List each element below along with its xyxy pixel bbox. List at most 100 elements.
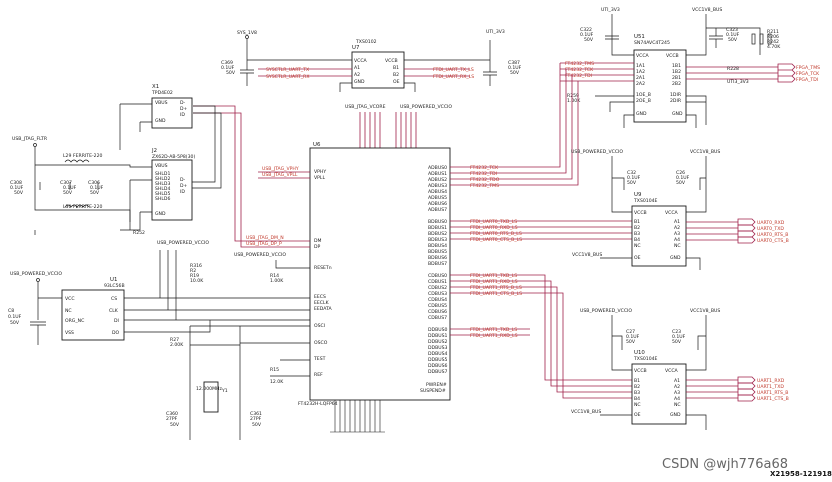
u51-pin: 1A2 xyxy=(636,69,645,75)
l30-ref: L30 xyxy=(63,204,71,210)
watermark: CSDN @wjh776a68 xyxy=(662,457,788,472)
u6-pin: EEDATA xyxy=(314,306,332,312)
net-fpga-tck: FPGA_TCK xyxy=(796,71,820,77)
u9-pin: A1 xyxy=(674,219,680,225)
r27-val: 2.00K xyxy=(170,342,184,348)
net-ft-tms: FT4232_TMS xyxy=(565,61,594,67)
c360-ref: C360 xyxy=(166,411,178,417)
j2-pin: SHLD4 xyxy=(155,186,170,192)
c369-v: 50V xyxy=(226,70,236,76)
u10-part: TXS0104E xyxy=(633,356,658,362)
u1-eeprom[interactable]: U1 93LC56B VCC NC ORG_NC VSS CS CLK DI D… xyxy=(61,277,125,341)
u6-pin: OSCO xyxy=(314,340,328,346)
net-ad-tdi: FT4232_TDI xyxy=(470,171,497,177)
u7-pin: A1 xyxy=(354,65,360,71)
net-ad-tdo: FT4232_TDO xyxy=(470,177,500,183)
u6-adbus-pin: ADBUS3 xyxy=(428,183,447,189)
u6-adbus-pin: ADBUS5 xyxy=(428,195,447,201)
c322-v: 50V xyxy=(584,37,594,43)
u6-bdbus-pin: BDBUS5 xyxy=(428,249,447,255)
j2-ref: J2 xyxy=(151,148,157,154)
u51-pin: 1A1 xyxy=(636,63,645,69)
j2-pin: VBUS xyxy=(155,163,168,169)
u10-ref: U10 xyxy=(634,350,645,356)
u6-adbus-pin: ADBUS2 xyxy=(428,177,447,183)
c27-ref: C27 xyxy=(626,329,635,335)
u1-pin: DI xyxy=(114,318,119,324)
net-sysctlr-rx: SYSCTLR_UART_RX xyxy=(266,74,310,80)
x1-pin: D- xyxy=(180,100,186,106)
net-uti-3v3-top: UTI_3V3 xyxy=(601,7,620,13)
u6-cdbus-pin: CDBUS3 xyxy=(428,291,447,297)
u6-bdbus-pin: BDBUS0 xyxy=(428,219,447,225)
r242-ref: R242 xyxy=(767,39,779,45)
net-ft-tdi: FT4232_TDI xyxy=(565,73,592,79)
u9-pin: B2 xyxy=(634,225,640,231)
u1-pin: VCC xyxy=(65,296,75,302)
u6-pin: RESETn xyxy=(314,265,332,271)
c308-v: 50V xyxy=(14,190,24,196)
u6-ddbus-pin: DDBUS6 xyxy=(428,363,448,369)
u10-pin: B1 xyxy=(634,378,640,384)
u1-pin: ORG_NC xyxy=(65,318,84,324)
u6-bdbus-pin: BDBUS1 xyxy=(428,225,447,231)
offpage-flag-icon xyxy=(737,394,756,402)
net-powered-vccio: USB_POWERED_VCCIO xyxy=(400,104,452,110)
x1-part: TPD4E02 xyxy=(151,90,173,96)
u51-ref: U51 xyxy=(634,34,645,40)
u51-pin: 2OE_B xyxy=(636,98,651,104)
u51-pin: 2A1 xyxy=(636,75,645,81)
offpage-flag-icon xyxy=(737,218,756,226)
net-dp: USB_JTAG_DP_P xyxy=(246,241,282,247)
u7-level-shifter[interactable]: U7 TXS0102 VCCA A1 A2 GND VCCB B1 B2 OE xyxy=(351,39,405,89)
offpage-flag-icon xyxy=(737,388,756,396)
u9-level-shifter[interactable]: U9 TXS0104E VCCB B1 B2 B3 B4 NC OE VCCA … xyxy=(631,192,687,267)
u51-pin: GND xyxy=(636,111,647,117)
u7-part: TXS0102 xyxy=(355,39,377,45)
x1-pin: ID xyxy=(180,112,185,118)
u1-ref: U1 xyxy=(110,277,117,283)
x1-esd-protect[interactable]: X1 TPD4E02 VBUS D- D+ ID GND xyxy=(151,84,193,129)
u6-cdbus-pin: CDBUS2 xyxy=(428,285,447,291)
u6-ref: U6 xyxy=(313,142,321,148)
u51-pin: GND xyxy=(672,111,683,117)
c27-v: 50V xyxy=(626,339,636,345)
j2-pin: D+ xyxy=(180,183,188,189)
net-u10-oe: VCC1V8_BUS xyxy=(571,409,601,415)
net-uart0_cts_b: UART0_CTS_B xyxy=(757,238,789,244)
u7-pin: B1 xyxy=(393,65,399,71)
u6-bdbus-pin: BDBUS3 xyxy=(428,237,447,243)
l29-val: FERRITE-220 xyxy=(73,153,102,159)
u51-pin: 2B2 xyxy=(672,81,681,87)
u10-level-shifter[interactable]: U10 TXS0104E VCCB B1 B2 B3 B4 NC OE VCCA… xyxy=(631,350,687,425)
u9-pin: OE xyxy=(634,255,641,261)
u6-adbus-pin: ADBUS4 xyxy=(428,189,447,195)
u51-pin: 2A2 xyxy=(636,81,645,87)
c323-ref: C323 xyxy=(726,27,738,33)
net-ad-tck: FT4232_TCK xyxy=(470,165,499,171)
u51-buffer[interactable]: U51 SN74AVC4T245 VCCA 1A1 1A2 2A1 2A2 1O… xyxy=(633,34,687,123)
u7-ref: U7 xyxy=(352,45,359,51)
u6-adbus-pin: ADBUS0 xyxy=(428,165,447,171)
u9-pin: A3 xyxy=(674,231,680,237)
u6-ft4232h[interactable]: U6 FT4232H-LQFP64 VPHY VPLL DM DP RESETn… xyxy=(298,142,451,407)
net-bd-3: FTDI_UART0_CTS_B_LS xyxy=(470,237,522,243)
u9-ref: U9 xyxy=(634,192,642,198)
j2-usb-connector[interactable]: J2 ZX62D-AB-5P8(30) VBUS D- D+ ID GND SH… xyxy=(151,148,195,221)
y1-crystal[interactable]: Y1 12.000MHz xyxy=(196,381,228,413)
u51-pin: 1B1 xyxy=(672,63,681,69)
u10-pin: GND xyxy=(670,412,681,418)
u51-pin: 1DIR xyxy=(670,92,682,98)
r228-ref: R228 xyxy=(727,66,739,72)
u6-pin: VPHY xyxy=(314,169,326,175)
j2-pin: SHLD6 xyxy=(155,196,170,202)
u1-part: 93LC56B xyxy=(104,283,125,289)
net-bd-1: FTDI_UART0_RXD_LS xyxy=(470,225,518,231)
c387-ref: C387 xyxy=(508,60,520,66)
r14-val: 1.00K xyxy=(270,278,284,284)
j2-pin: SHLD3 xyxy=(155,181,170,187)
net-sysctlr-tx: SYSCTLR_UART_TX xyxy=(266,67,309,73)
c32-val: 0.1UF xyxy=(627,175,641,181)
u6-ddbus-pin: DDBUS5 xyxy=(428,357,448,363)
c32-ref: C32 xyxy=(627,170,636,176)
